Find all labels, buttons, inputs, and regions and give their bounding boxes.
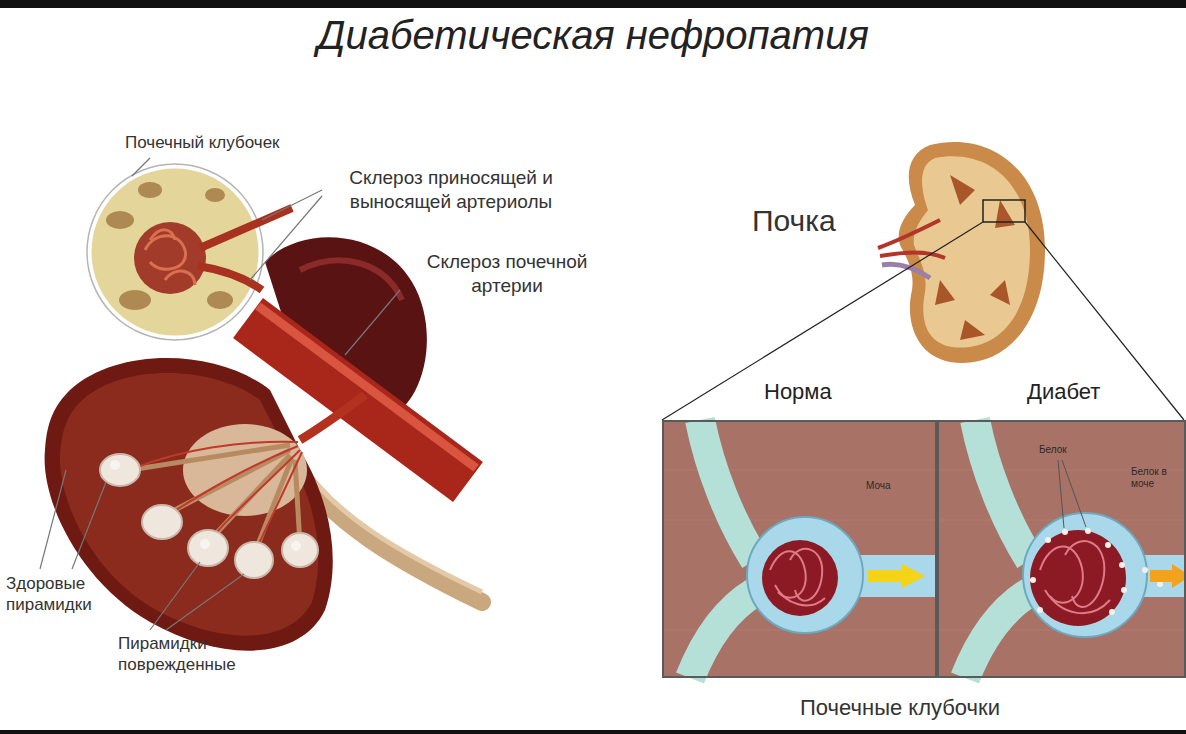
flow-label: Белок в моче xyxy=(1131,466,1181,490)
panel-heading: Норма xyxy=(764,378,832,406)
part-label: Почечный клубочек xyxy=(125,132,280,153)
part-label: Белок xyxy=(1039,444,1067,457)
panel-caption: Почечные клубочки xyxy=(800,694,1000,722)
panel-heading: Диабет xyxy=(1027,378,1100,406)
title: Диабетическая нефропатия xyxy=(0,10,1186,60)
part-label: Склероз почечной артерии xyxy=(402,250,612,298)
glomerulus-panel: ДиабетБелокБелок в моче xyxy=(937,420,1186,678)
part-label: Склероз приносящей и выносящей артериолы xyxy=(326,166,576,214)
glomerulus-panel: НормаМоча xyxy=(662,420,937,678)
part-label: Здоровые пирамидки xyxy=(6,573,136,616)
organ-label: Почка xyxy=(752,202,836,240)
flow-label: Моча xyxy=(866,480,891,493)
part-label: Пирамидки поврежденные xyxy=(118,633,293,676)
